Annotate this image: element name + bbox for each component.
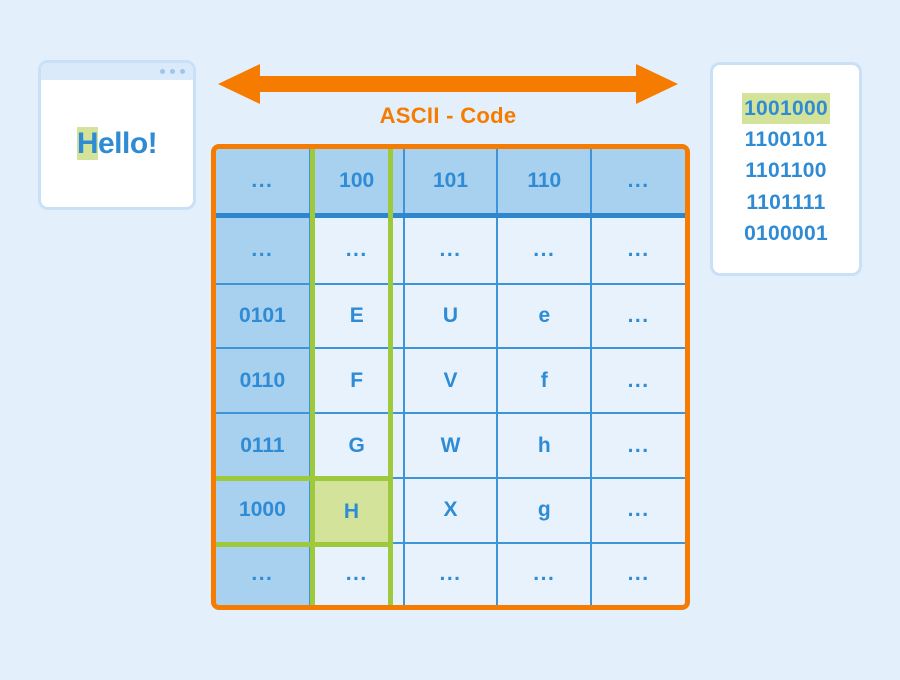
table-cell: ... xyxy=(591,542,685,605)
hello-text: Hello! xyxy=(76,126,158,161)
table-row: 0111 G W h ... xyxy=(216,413,685,479)
ascii-code-title: ASCII - Code xyxy=(379,103,517,128)
table-cell: e xyxy=(497,283,593,350)
table-cell: ... xyxy=(591,413,685,479)
hello-rest-text: ello! xyxy=(98,126,158,160)
table-cell: ... xyxy=(403,542,499,605)
row-code: 1000 xyxy=(216,477,311,544)
table-cell: W xyxy=(403,413,499,479)
table-row: 0110 F V f ... xyxy=(216,348,685,415)
browser-content: Hello! xyxy=(41,80,193,207)
table-row: ... ... ... ... ... xyxy=(216,542,685,605)
header-cell-3: 110 xyxy=(497,149,593,218)
ascii-table: ... 100 101 110 ... ... ... ... ... ... … xyxy=(211,144,690,610)
row-code: 0111 xyxy=(216,413,311,479)
table-row: 1000 X g ... xyxy=(216,477,685,544)
browser-titlebar xyxy=(41,63,193,80)
header-cell-0: ... xyxy=(216,149,311,218)
table-cell: ... xyxy=(497,215,593,285)
table-cell: ... xyxy=(591,215,685,285)
window-dot-icon xyxy=(170,69,175,74)
binary-line-5: 0100001 xyxy=(744,221,828,245)
row-highlight-top-line xyxy=(216,476,310,481)
table-row: ... ... ... ... ... xyxy=(216,215,685,285)
table-cell: ... xyxy=(497,542,593,605)
column-highlight-left-line xyxy=(310,149,315,605)
row-code: ... xyxy=(216,542,311,605)
header-cell-2: 101 xyxy=(403,149,499,218)
ascii-grid: ... 100 101 110 ... ... ... ... ... ... … xyxy=(216,149,685,605)
row-code: ... xyxy=(216,215,311,285)
browser-window: Hello! xyxy=(38,60,196,210)
binary-line-2: 1100101 xyxy=(744,128,828,152)
column-highlight-right-line xyxy=(388,149,393,605)
table-cell: ... xyxy=(591,348,685,415)
table-row: 0101 E U e ... xyxy=(216,283,685,350)
header-cell-4: ... xyxy=(591,149,685,218)
table-cell: ... xyxy=(591,283,685,350)
binary-line-4: 1101111 xyxy=(746,190,826,214)
table-cell: U xyxy=(403,283,499,350)
table-cell: F xyxy=(309,348,405,415)
table-cell: g xyxy=(497,477,593,544)
highlighted-cell-H: H xyxy=(310,476,393,547)
binary-line-1: 1001000 xyxy=(742,93,830,125)
hello-highlighted-char: H xyxy=(76,126,99,160)
table-cell: f xyxy=(497,348,593,415)
window-dot-icon xyxy=(180,69,185,74)
table-cell: ... xyxy=(403,215,499,285)
table-cell: X xyxy=(403,477,499,544)
table-cell: h xyxy=(497,413,593,479)
table-cell: V xyxy=(403,348,499,415)
row-code: 0110 xyxy=(216,348,311,415)
binary-panel: 1001000 1100101 1101100 1101111 0100001 xyxy=(710,62,862,276)
table-cell: ... xyxy=(591,477,685,544)
table-cell: ... xyxy=(309,215,405,285)
double-headed-arrow-icon xyxy=(218,64,678,104)
row-highlight-bottom-line xyxy=(216,542,310,547)
table-header-row: ... 100 101 110 ... xyxy=(216,149,685,218)
window-dot-icon xyxy=(160,69,165,74)
binary-line-3: 1101100 xyxy=(745,159,827,183)
row-code: 0101 xyxy=(216,283,311,350)
